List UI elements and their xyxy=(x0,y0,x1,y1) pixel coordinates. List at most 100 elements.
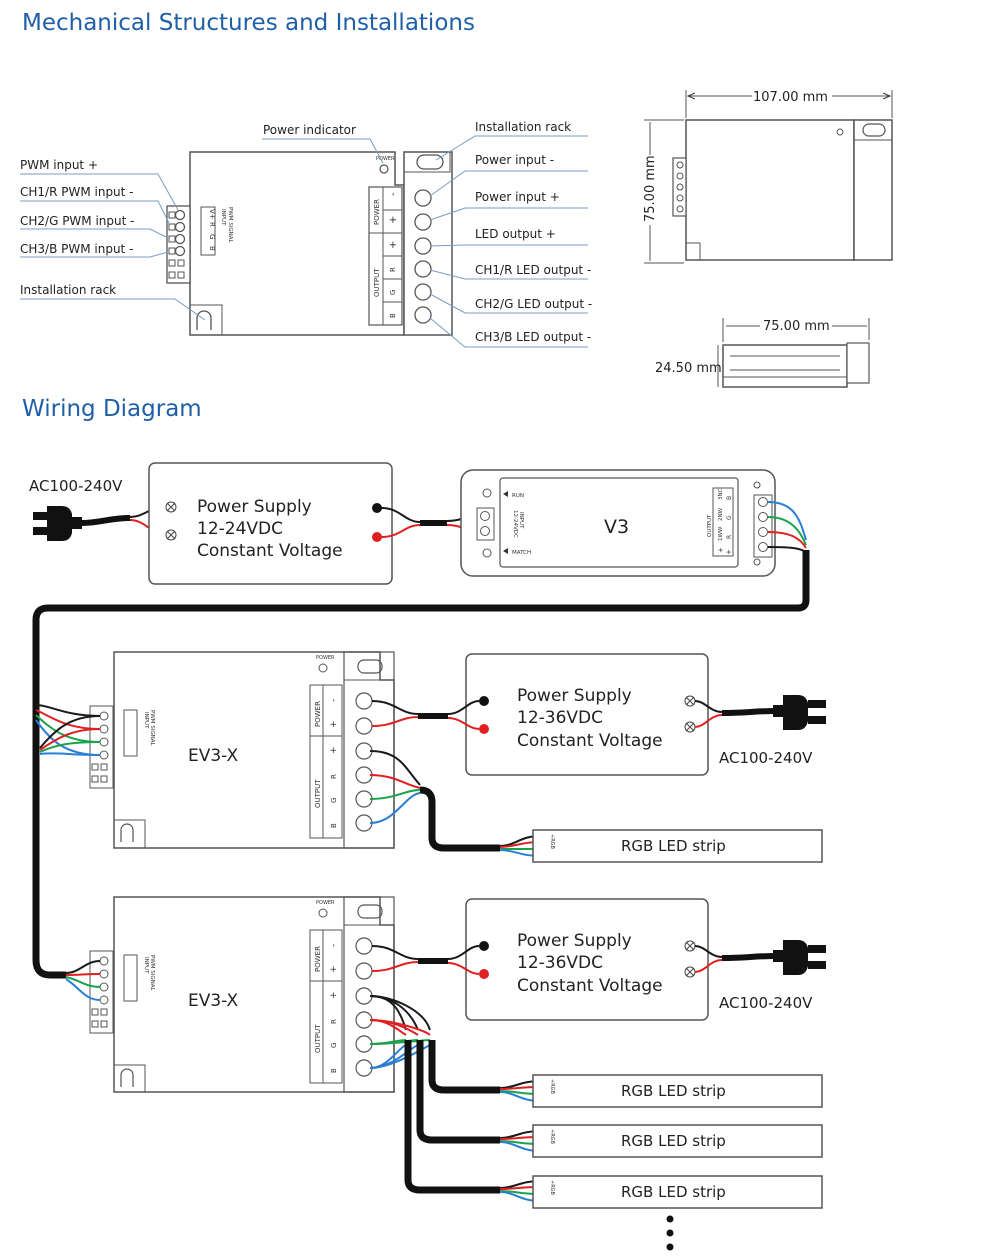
ev3x1-output-label: OUTPUT xyxy=(314,779,322,808)
mechanical-front-view: POWER V+ R G B INPUT PWM SIGNAL xyxy=(20,120,592,348)
label-ch2-led-output: CH2/G LED output - xyxy=(475,297,592,311)
power-led-label: POWER xyxy=(376,156,395,162)
dimension-top-view: 107.00 mm 75.00 mm xyxy=(643,90,893,264)
psu2-title: Power Supply xyxy=(517,686,632,706)
label-installation-rack-right: Installation rack xyxy=(475,120,571,134)
v3-controller: RUN MATCH INPUT 12-24VDC V3 OUTPUT 3NC 2… xyxy=(460,469,776,577)
mechanical-section-title: Mechanical Structures and Installations xyxy=(22,10,475,36)
strip1-label: RGB LED strip xyxy=(621,837,726,855)
label-ch2-pwm-input: CH2/G PWM input - xyxy=(20,214,134,228)
ev3x2-sign-minus: - xyxy=(329,944,339,947)
label-power-input-minus: Power input - xyxy=(475,153,554,167)
input-pin-b: B xyxy=(208,246,216,251)
ev3x1-sign-minus: - xyxy=(329,699,339,702)
ev3x2-output-label: OUTPUT xyxy=(314,1024,322,1053)
input-pin-r: R xyxy=(208,222,216,227)
pwm-signal-label: PWM SIGNAL xyxy=(227,207,233,244)
psu1-title: Power Supply xyxy=(197,497,312,517)
power-group-label: POWER xyxy=(373,199,381,225)
label-installation-rack-left: Installation rack xyxy=(20,283,116,297)
ac-plug-3: AC100-240V xyxy=(719,940,826,1012)
terminal-sign-minus: - xyxy=(388,192,399,196)
rgb-led-strip-3: +RGB RGB LED strip xyxy=(532,1124,823,1158)
ev3x2-sign-plus: + xyxy=(329,965,339,973)
input-pin-g: G xyxy=(208,234,216,239)
ac-input-label-2: AC100-240V xyxy=(719,749,813,767)
input-pin-v: V+ xyxy=(208,209,216,220)
label-led-output-plus: LED output + xyxy=(475,227,556,241)
input-label: INPUT xyxy=(220,209,226,226)
label-power-input-plus: Power input + xyxy=(475,190,560,204)
v3-match-label: MATCH xyxy=(512,550,531,556)
output-pin-r: R xyxy=(389,267,397,272)
power-supply-1: Power Supply 12-24VDC Constant Voltage xyxy=(148,462,393,585)
v3-name: V3 xyxy=(604,516,629,538)
psu2-type: Constant Voltage xyxy=(517,731,663,751)
ac-input-label-3: AC100-240V xyxy=(719,994,813,1012)
ev3x1-power-led: POWER xyxy=(316,655,335,661)
psu1-type: Constant Voltage xyxy=(197,541,343,561)
ev3x1-name: EV3-X xyxy=(188,746,238,766)
ev3x1-pwm-signal-label: PWM SIGNAL xyxy=(149,710,155,747)
power-supply-3: Power Supply 12-36VDC Constant Voltage xyxy=(465,898,709,1021)
strip2-label: RGB LED strip xyxy=(621,1082,726,1100)
installation-rack-slot-bottom xyxy=(196,310,212,330)
output-sign-plus: + xyxy=(388,241,399,249)
ev3x-amplifier-1: POWER INPUT PWM SIGNAL EV3-X POWER OUTPU… xyxy=(89,651,395,849)
output-group-label: OUTPUT xyxy=(373,268,381,297)
v3-output-3nc: 3NC xyxy=(718,488,724,500)
right-leader-lines xyxy=(429,135,588,348)
ev3x2-out-plus: + xyxy=(329,991,339,999)
label-pwm-input-plus: PWM input + xyxy=(20,158,98,172)
v3-output-1ww: 1WW xyxy=(718,526,724,541)
input-screw-terminals xyxy=(168,209,186,279)
v3-input-voltage: 12-24VDC xyxy=(512,510,518,538)
rgb-led-strip-4: +RGB RGB LED strip xyxy=(532,1175,823,1209)
ac-plug-2: AC100-240V xyxy=(719,695,826,767)
v3-output-2nw: 2NW xyxy=(718,507,724,521)
strip4-pins: +RGB xyxy=(549,1180,555,1196)
dimension-width: 107.00 mm xyxy=(753,90,828,105)
ev3x-amplifier-2: POWER INPUT PWM SIGNAL EV3-X POWER OUTPU… xyxy=(89,896,395,1093)
v3-output-plus-rgb: + xyxy=(725,549,733,555)
wiring-section-title: Wiring Diagram xyxy=(22,396,202,422)
power-supply-2: Power Supply 12-36VDC Constant Voltage xyxy=(465,653,709,776)
ev3x2-out-b: B xyxy=(330,1068,338,1073)
ev3x1-out-b: B xyxy=(330,823,338,828)
installation-rack-slot-top xyxy=(416,154,444,170)
ac-input-label-1: AC100-240V xyxy=(29,477,123,495)
ev3x2-power-led: POWER xyxy=(316,900,335,906)
ev3x1-out-plus: + xyxy=(329,746,339,754)
ev3x2-name: EV3-X xyxy=(188,991,238,1011)
label-ch3-led-output: CH3/B LED output - xyxy=(475,330,591,344)
output-screw-terminals xyxy=(414,189,432,324)
label-ch1-led-output: CH1/R LED output - xyxy=(475,263,591,277)
ev3x2-out-g: G xyxy=(330,1043,338,1048)
continuation-ellipsis xyxy=(666,1215,674,1251)
dimension-side-view: 75.00 mm 24.50 mm xyxy=(655,318,870,388)
pwm-bus-cable xyxy=(32,550,810,979)
strip3-pins: +RGB xyxy=(549,1129,555,1145)
psu1-voltage: 12-24VDC xyxy=(197,519,283,539)
label-ch3-pwm-input: CH3/B PWM input - xyxy=(20,242,133,256)
ac-plug-1: AC100-240V xyxy=(29,477,131,541)
ev3x2-pwm-signal-label: PWM SIGNAL xyxy=(149,955,155,992)
ev3x2-input-label: INPUT xyxy=(143,957,149,974)
side-terminal-plate xyxy=(403,151,453,336)
strip1-pins: +RGB xyxy=(549,834,555,850)
output-pin-g: G xyxy=(389,290,397,295)
v3-output-r: R xyxy=(726,535,733,539)
terminal-sign-plus: + xyxy=(388,216,399,224)
ev3x1-out-g: G xyxy=(330,798,338,803)
dimension-side-height: 24.50 mm xyxy=(655,361,722,376)
ev3x2-out-r: R xyxy=(330,1019,338,1024)
ev3x1-power-label: POWER xyxy=(314,701,322,727)
psu3-voltage: 12-36VDC xyxy=(517,953,603,973)
dimension-height: 75.00 mm xyxy=(643,155,658,222)
left-leader-lines xyxy=(20,173,206,321)
rgb-led-strip-1: +RGB RGB LED strip xyxy=(532,829,823,863)
v3-output-b: B xyxy=(726,496,733,500)
v3-run-label: RUN xyxy=(512,493,524,499)
strip4-label: RGB LED strip xyxy=(621,1183,726,1201)
